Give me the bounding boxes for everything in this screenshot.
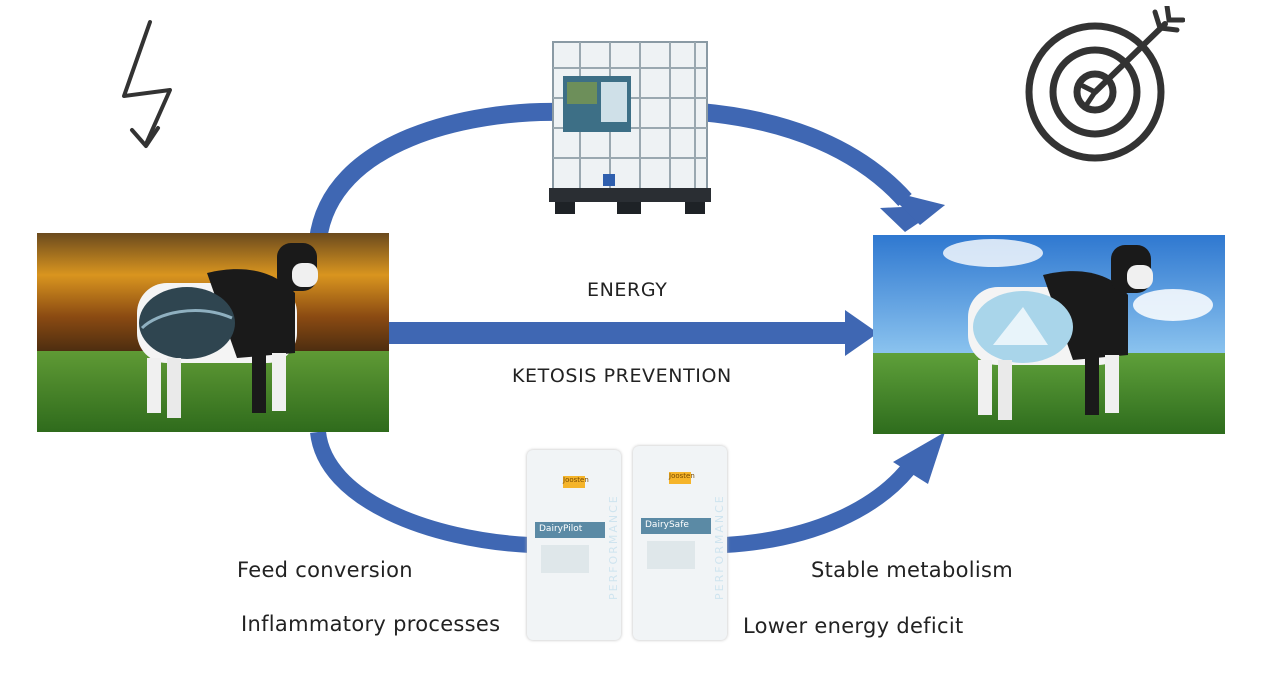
feed-conversion-label: Feed conversion bbox=[237, 558, 413, 582]
inflammatory-processes-label: Inflammatory processes bbox=[241, 612, 501, 636]
bottom-arrowhead bbox=[893, 432, 945, 484]
lower-energy-deficit-label: Lower energy deficit bbox=[743, 614, 964, 638]
bottom-arc-arrow bbox=[310, 430, 531, 553]
ibc-tank-image bbox=[549, 41, 711, 214]
product-name: DairyPilot bbox=[539, 524, 583, 534]
cow-before-image bbox=[37, 233, 389, 432]
target-icon bbox=[1025, 6, 1185, 162]
ketosis-prevention-label: KETOSIS PREVENTION bbox=[512, 365, 732, 387]
center-arrow-shaft bbox=[388, 322, 846, 344]
feed-bag-dairypilot: Joosten DairyPilot PERFORMANCE bbox=[527, 450, 621, 640]
cow-photo bbox=[541, 545, 589, 573]
product-name: DairySafe bbox=[645, 520, 689, 530]
lightning-icon bbox=[122, 20, 172, 148]
top-arc-arrow-right bbox=[699, 103, 912, 207]
bottom-arc-arrow-right bbox=[724, 455, 922, 553]
energy-label: ENERGY bbox=[587, 279, 668, 301]
feed-bag-dairysafe: Joosten DairySafe PERFORMANCE bbox=[633, 446, 727, 640]
brand-logo: Joosten bbox=[669, 472, 695, 484]
top-arc-arrow bbox=[309, 102, 569, 249]
center-arrowhead bbox=[845, 310, 878, 356]
side-print: PERFORMANCE bbox=[713, 494, 726, 600]
brand-logo: Joosten bbox=[563, 476, 589, 488]
cow-after-image bbox=[873, 235, 1225, 434]
cow-photo bbox=[647, 541, 695, 569]
side-print: PERFORMANCE bbox=[607, 494, 620, 600]
stable-metabolism-label: Stable metabolism bbox=[811, 558, 1014, 582]
